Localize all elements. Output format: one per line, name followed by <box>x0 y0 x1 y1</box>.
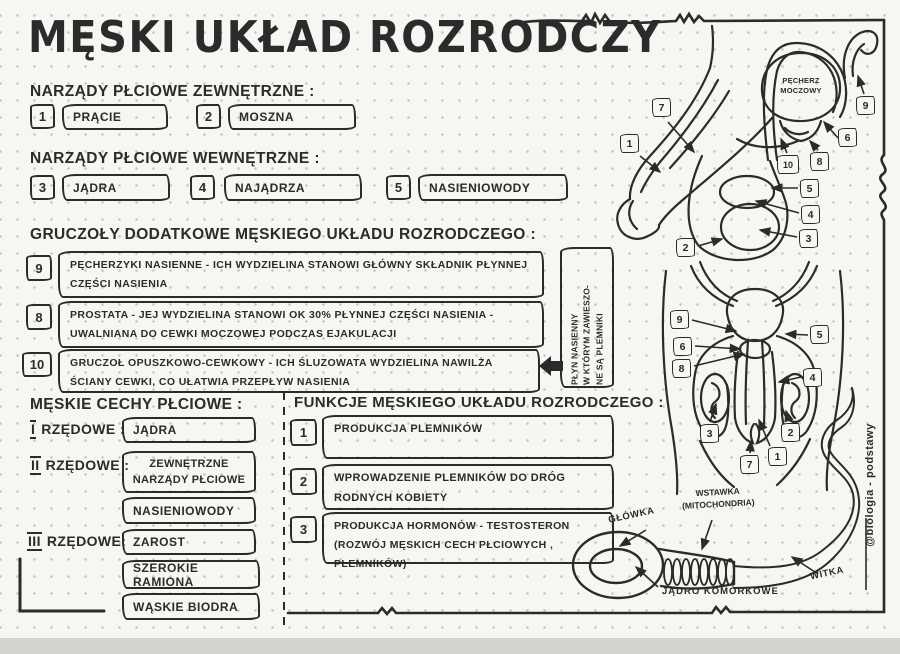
item-number: 5 <box>386 175 411 200</box>
callout-number: 7 <box>652 98 671 117</box>
sperm-nucleus-label: JĄDRO KOMÓRKOWE <box>662 586 779 597</box>
function-description: PRODUKCJA HORMONÓW - TESTOSTERON (ROZWÓJ… <box>322 512 614 570</box>
roman-numeral: I <box>30 420 37 439</box>
organ-label: PRĄCIE <box>62 104 168 130</box>
front-view-callout-arrows <box>691 319 809 454</box>
trait-row-word: RZĘDOWE : <box>41 421 126 437</box>
trait-value: JĄDRA <box>122 417 256 443</box>
callout-number: 6 <box>838 128 857 147</box>
note-line: PŁYN NASIENNY <box>569 312 580 385</box>
callout-number: 8 <box>810 152 829 171</box>
item-number: 3 <box>30 175 55 200</box>
callout-number: 2 <box>781 423 800 442</box>
item-number: 9 <box>26 255 52 281</box>
sperm-cell-drawing <box>571 387 861 600</box>
seminal-fluid-note: PŁYN NASIENNY W KTÓRYM ZAWIESZO- NE SĄ P… <box>560 247 614 388</box>
trait-row-word: RZĘDOWE: <box>46 533 127 549</box>
callout-number: 3 <box>700 424 719 443</box>
page-border <box>18 11 887 617</box>
function-description: WPROWADZENIE PLEMNIKÓW DO DRÓG RODNYCH K… <box>322 464 614 510</box>
gland-description: PROSTATA - JEJ WYDZIELINA STANOWI OK 30%… <box>58 301 544 348</box>
side-view-anatomy-drawing <box>616 24 879 262</box>
sperm-label-arrows <box>618 519 819 588</box>
item-number: 1 <box>290 419 317 446</box>
function-description: PRODUKCJA PLEMNIKÓW <box>322 415 614 459</box>
side-view-callout-arrows <box>639 74 866 247</box>
callout-number: 5 <box>810 325 829 344</box>
note-arrow-icon <box>539 356 563 376</box>
scan-edge-shadow <box>0 638 900 654</box>
callout-number: 3 <box>799 229 818 248</box>
callout-number: 9 <box>856 96 875 115</box>
gland-description: GRUCZOŁ OPUSZKOWO-CEWKOWY - ICH ŚLUZOWAT… <box>58 349 540 393</box>
callout-number: 2 <box>676 238 695 257</box>
roman-numeral: III <box>27 532 42 551</box>
note-line: NE SĄ PLEMNIKI <box>594 312 605 385</box>
section-header-external-organs: NARZĄDY PŁCIOWE ZEWNĘTRZNE : <box>30 83 315 100</box>
item-number: 8 <box>26 304 52 330</box>
callout-number: 6 <box>673 337 692 356</box>
trait-value: ZAROST <box>122 529 256 555</box>
callout-number: 8 <box>672 359 691 378</box>
bladder-label-line: PĘCHERZ <box>782 76 820 85</box>
item-number: 3 <box>290 516 317 543</box>
callout-number: 7 <box>740 455 759 474</box>
item-number: 2 <box>290 468 317 495</box>
trait-row-label: III RZĘDOWE: <box>27 532 126 551</box>
trait-value: ZEWNĘTRZNE NARZĄDY PŁCIOWE <box>122 451 256 493</box>
organ-label: JĄDRA <box>62 174 170 201</box>
section-header-functions: FUNKCJE MĘSKIEGO UKŁADU ROZRODCZEGO : <box>294 394 664 411</box>
callout-number: 5 <box>800 179 819 198</box>
note-line: W KTÓRYM ZAWIESZO- <box>581 284 592 385</box>
organ-label: NASIENIOWODY <box>418 174 568 201</box>
callout-number: 4 <box>801 205 820 224</box>
roman-numeral: II <box>30 456 41 475</box>
trait-value: NASIENIOWODY <box>122 497 256 524</box>
item-number: 1 <box>30 104 55 129</box>
callout-number: 10 <box>777 155 799 174</box>
bladder-label-line: MOCZOWY <box>780 86 822 96</box>
page-title: MĘSKI UKŁAD ROZRODCZY <box>28 13 662 63</box>
organ-label: MOSZNA <box>228 104 356 130</box>
item-number: 10 <box>22 352 52 377</box>
item-number: 2 <box>196 104 221 129</box>
callout-number: 9 <box>670 310 689 329</box>
author-signature: @biologia - podstawy <box>864 423 876 547</box>
item-number: 4 <box>190 175 215 200</box>
organ-label: NAJĄDRZA <box>224 174 362 201</box>
gland-description: PĘCHERZYKI NASIENNE - ICH WYDZIELINA STA… <box>58 251 544 298</box>
front-view-anatomy-drawing <box>661 260 845 496</box>
section-header-traits: MĘSKIE CECHY PŁCIOWE : <box>30 396 243 413</box>
trait-value: WĄSKIE BIODRA <box>122 593 260 620</box>
callout-number: 4 <box>803 368 822 387</box>
section-header-internal-organs: NARZĄDY PŁCIOWE WEWNĘTRZNE : <box>30 150 320 167</box>
section-header-glands: GRUCZOŁY DODATKOWE MĘSKIEGO UKŁADU ROZRO… <box>30 226 537 243</box>
trait-value: SZEROKIE RAMIONA <box>122 560 260 589</box>
callout-number: 1 <box>620 134 639 153</box>
bladder-label: PĘCHERZ MOCZOWY <box>772 76 830 96</box>
callout-number: 1 <box>768 447 787 466</box>
trait-row-word: RZĘDOWE : <box>45 457 130 473</box>
